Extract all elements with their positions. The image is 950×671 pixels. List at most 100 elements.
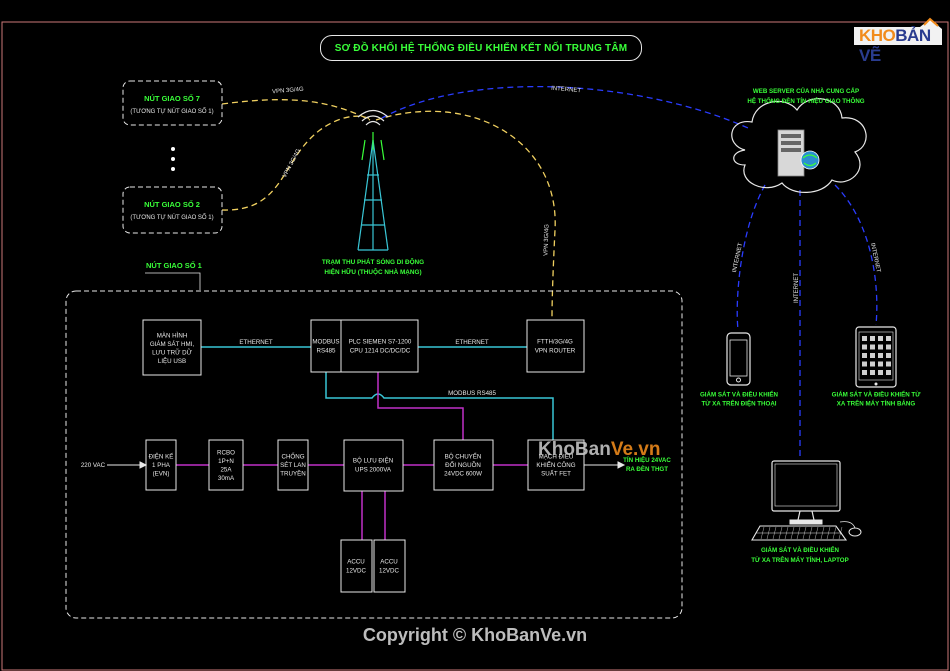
phone-caption-line: TỪ XA TRÊN ĐIỆN THOẠI: [701, 400, 776, 408]
rcbo-box: [208, 439, 244, 491]
keyboard-key-divider: [778, 526, 783, 540]
tablet-app-icon: [878, 344, 883, 350]
cloud-icon: [731, 98, 867, 193]
node1-region: [65, 290, 683, 619]
tablet-icon: [855, 326, 897, 388]
ellipsis-dot: [171, 157, 175, 161]
rcbo-label-line: 30mA: [218, 475, 235, 482]
plc-label-line: PLC SIEMEN S7-1200: [349, 339, 412, 346]
surge-label-line: SÉT LAN: [280, 462, 306, 469]
accu1-label-line: 12VDC: [346, 568, 366, 575]
converter-label-line: 24VDC 600W: [444, 471, 482, 478]
keyboard-key-divider: [808, 526, 813, 540]
vpn-link-node7: [221, 99, 371, 121]
vpn-link-node2: [221, 115, 373, 211]
modbus-label-line: RS485: [317, 348, 336, 355]
tablet-app-icon: [862, 344, 867, 350]
keyboard-key-divider: [772, 526, 777, 540]
tablet-app-icon: [886, 361, 891, 367]
tablet-app-icon: [886, 353, 891, 358]
pc-icon: [751, 460, 862, 541]
fet-label-line: MẠCH ĐIỀU: [539, 454, 574, 461]
tablet-app-icon: [862, 370, 867, 375]
tablet-app-icon: [862, 336, 867, 341]
converter-label-line: BỘ CHUYỂN: [445, 454, 482, 461]
server-label-2: HỆ THỐNG ĐÈN TÍN HIỆU GIAO THÔNG: [747, 97, 864, 105]
output-label-1: TÍN HIỆU 24VAC: [623, 456, 671, 464]
watermark-part1: KhoBan: [538, 439, 611, 460]
tablet-caption-line: XA TRÊN MÁY TÍNH BẢNG: [837, 400, 916, 408]
tablet-app-icon: [870, 336, 875, 341]
vpn-label-right: VPN 3G/4G: [543, 224, 550, 256]
block-outlines: [142, 319, 585, 593]
ethernet-label-left: ETHERNET: [239, 339, 273, 346]
node2-box: [122, 186, 223, 234]
diagram-title: SƠ ĐỒ KHỐI HỆ THỐNG ĐIỀU KHIỂN KẾT NỐI T…: [320, 35, 642, 61]
keyboard-key-divider: [796, 526, 801, 540]
tablet-app-icon: [862, 361, 867, 367]
logo-text: KHOBẢN VẼ: [859, 26, 944, 66]
accu1-box: [340, 539, 373, 593]
tablet-caption-line: GIÁM SÁT VÀ ĐIỀU KHIỂN TỪ: [832, 392, 922, 399]
hmi-label-line: LƯU TRỮ DỮ: [152, 349, 193, 356]
internet-label-right: INTERNET: [869, 242, 881, 273]
ellipsis-dot: [171, 147, 175, 151]
io-arrows: [107, 461, 626, 469]
ethernet-lines: [201, 346, 554, 440]
tower-label-1: TRẠM THU PHÁT SÓNG DI ĐỘNG: [322, 257, 424, 266]
router-label-line: FTTH/3G/4G: [537, 339, 573, 346]
converter-box: [433, 439, 494, 491]
node7-box: [122, 80, 223, 126]
keyboard-key-divider: [802, 526, 807, 540]
server-icon: [777, 129, 820, 177]
input-label: 220 VAC: [81, 462, 106, 469]
ethernet-label-right: ETHERNET: [455, 339, 489, 346]
hmi-label-line: GIÁM SÁT HMI,: [150, 341, 195, 348]
watermark: KhoBanVe.vn: [538, 439, 660, 461]
keyboard-key-divider: [760, 526, 765, 540]
fet-label-line: SUẤT FET: [541, 471, 571, 478]
keyboard-key-divider: [820, 526, 825, 540]
meter-label-line: 1 PHA: [152, 462, 171, 469]
internet-link-tablet: [834, 184, 878, 326]
accu2-label-line: 12VDC: [379, 568, 399, 575]
phone-caption-line: GIÁM SÁT VÀ ĐIỀU KHIỂN: [700, 392, 779, 399]
keyboard-key-divider: [832, 526, 837, 540]
keyboard-key-divider: [826, 526, 831, 540]
internet-label-mid: INTERNET: [794, 273, 800, 303]
keyboard-key-divider: [790, 526, 795, 540]
node2-title: NÚT GIAO SỐ 2: [144, 199, 200, 209]
tablet-app-icon: [886, 344, 891, 350]
tablet-app-icon: [886, 370, 891, 375]
output-label-2: RA ĐÈN THGT: [626, 465, 668, 473]
node7-subtitle: (TƯƠNG TỰ NÚT GIAO SỐ 1): [130, 108, 213, 115]
tablet-app-icon: [870, 353, 875, 358]
pc-caption-line: GIÁM SÁT VÀ ĐIỀU KHIỂN: [761, 547, 840, 554]
accu2-label-line: ACCU: [380, 559, 398, 566]
vpn-label-mid: VPN 3G/4G: [282, 148, 302, 179]
keyboard-key-divider: [784, 526, 789, 540]
node2-subtitle: (TƯƠNG TỰ NÚT GIAO SỐ 1): [130, 214, 213, 221]
node1-leader: [145, 272, 201, 290]
router-box: [526, 319, 585, 373]
accu2-box: [373, 539, 406, 593]
meter-label-line: ĐIỆN KẾ: [149, 453, 174, 461]
keyboard-key-divider: [838, 526, 843, 540]
hmi-label-line: LIỆU USB: [158, 357, 186, 365]
modbus-label: MODBUS RS485: [448, 390, 496, 397]
tablet-app-icon: [870, 344, 875, 350]
internet-label-top: INTERNET: [551, 86, 582, 95]
internet-link-tower-server: [381, 85, 749, 129]
tablet-app-icon: [886, 336, 891, 341]
rcbo-label-line: 1P+N: [218, 458, 234, 465]
tablet-app-icon: [878, 336, 883, 341]
frame: [1, 21, 949, 671]
internet-link-phone: [736, 184, 766, 331]
hmi-box: [142, 319, 202, 376]
plc-label-line: CPU 1214 DC/DC/DC: [350, 348, 411, 355]
watermark-part2: Ve.vn: [610, 439, 661, 460]
keyboard-key-divider: [814, 526, 819, 540]
phone-icon: [726, 332, 751, 386]
